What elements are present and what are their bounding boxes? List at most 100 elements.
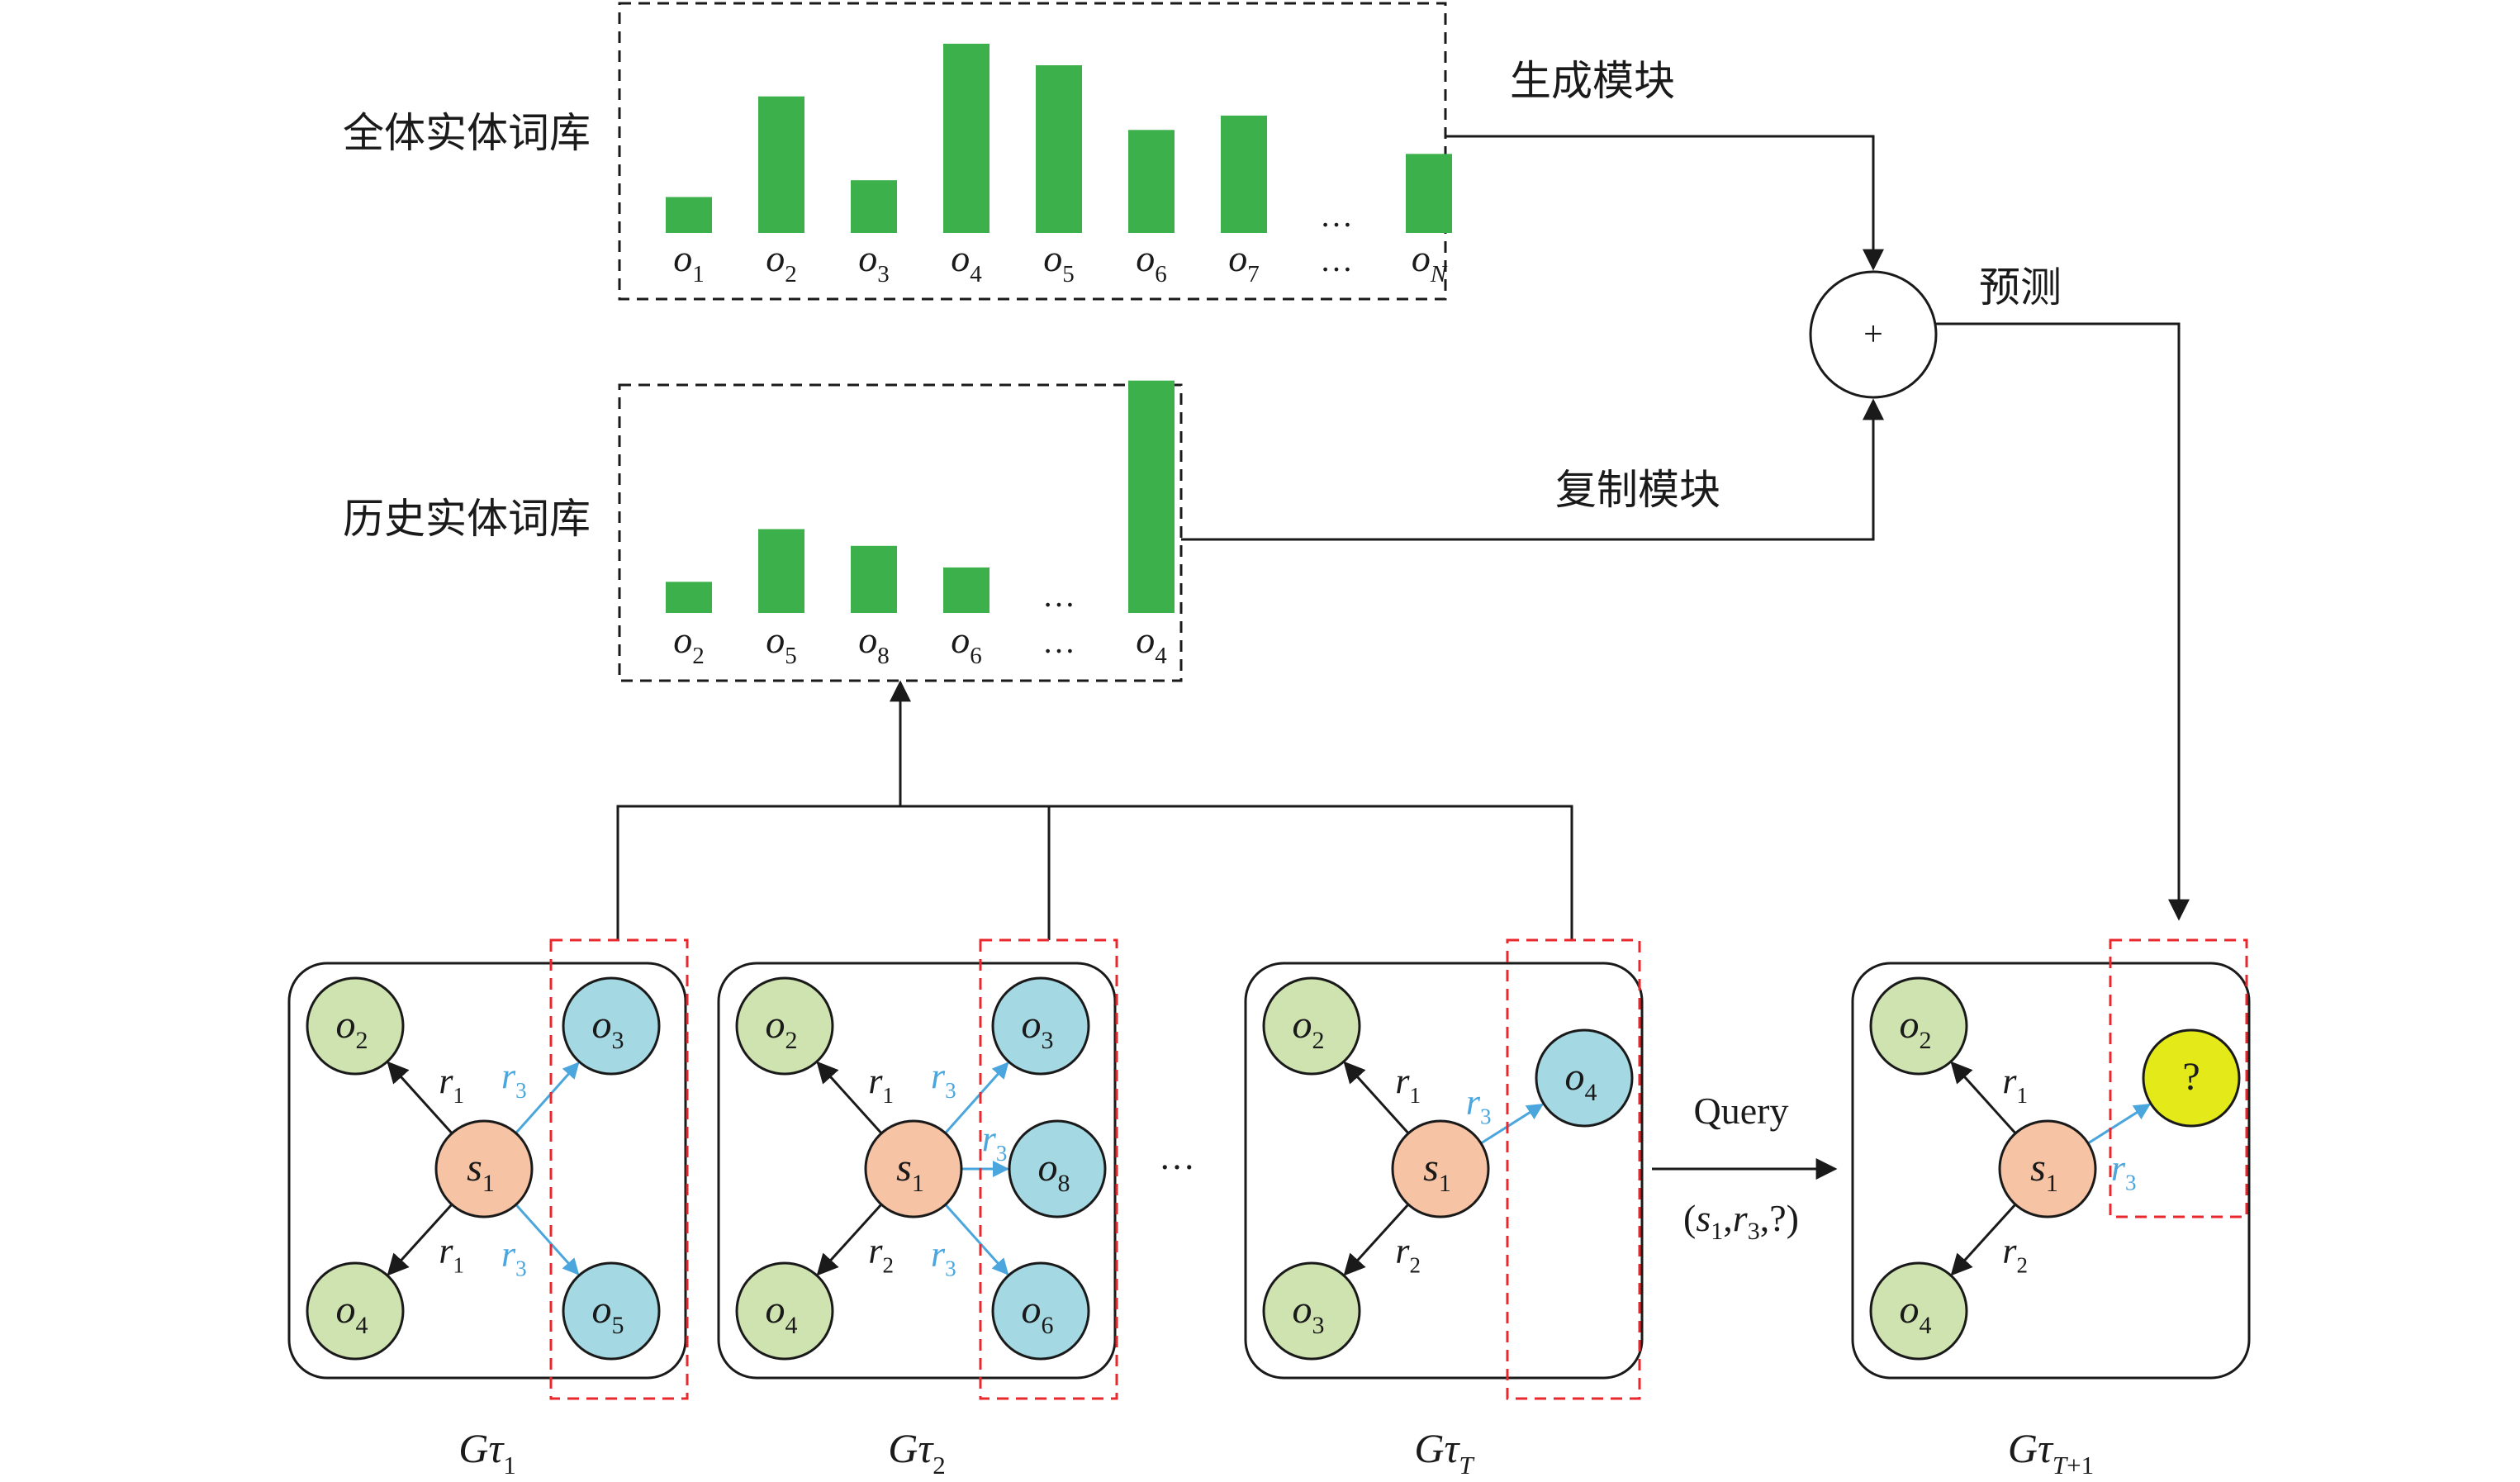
subject-node-label: s1 [467,1146,495,1197]
object-node-label: o3 [1293,1288,1325,1339]
global-tick-o4-main: o [951,237,970,279]
object-node-label-sub: 3 [1312,1312,1325,1339]
new-object-node-label-sub: 3 [612,1027,624,1054]
global-tick-o6-sub: 6 [1155,261,1167,287]
global-tick-o7: o7 [1228,237,1260,287]
rel-label-new-sub: 3 [945,1078,956,1103]
query-tuple-close: ,?) [1760,1197,1799,1239]
edge-new [944,1062,1009,1134]
rel-label-old: r1 [439,1230,464,1277]
new-object-node [1535,1028,1634,1128]
global-bar-oN [1406,154,1452,233]
new-entity-highlight [1506,938,1641,1400]
object-node-label-sub: 2 [1312,1027,1325,1054]
combine-plus-node [1809,270,1938,399]
global-bar-o4 [943,43,989,234]
query-label: Query [1694,1090,1789,1132]
rel-label-old: r1 [1395,1061,1421,1108]
rel-label-old: r1 [439,1061,464,1108]
collector-bus [616,805,1573,940]
history-bar-o8 [851,545,897,613]
rel-label-new-main: r [931,1056,946,1096]
query-tuple-r: r [1733,1197,1749,1239]
rel-label-old-main: r [868,1061,883,1101]
rel-label-new-sub: 3 [1480,1104,1492,1129]
query-tuple-s: s [1696,1197,1711,1239]
graph-caption: GτT+1 [2008,1425,2094,1478]
global-bar-o1 [666,197,712,233]
global-tick-o2: o2 [766,237,797,287]
new-object-node-label: o8 [1038,1146,1070,1197]
rel-label-new-main: r [1466,1082,1481,1123]
object-node-label: o2 [336,1003,368,1054]
global-tick-ellipsis: … [1320,241,1353,278]
edge-old [1950,1203,2017,1276]
history-tick-o4: o4 [1136,619,1167,669]
copy-module-label: 复制模块 [1555,466,1720,514]
global-vocab-box [618,2,1447,301]
new-object-node [991,976,1090,1076]
history-tick-o5: o5 [766,619,797,669]
global-tick-o1-sub: 1 [692,261,705,287]
rel-label-new-main: r [501,1233,516,1274]
object-node [1869,976,1968,1076]
rel-label-old: r1 [868,1061,894,1108]
generation-module-line [1445,135,1884,271]
object-node-label: o2 [1900,1003,1932,1054]
graph-frame [717,962,1117,1380]
edge-new [2087,1103,2151,1145]
rel-label-old-sub: 1 [453,1083,464,1108]
history-tick-ellipsis: … [1042,623,1075,660]
subject-node-label-sub: 1 [482,1170,495,1197]
global-tick-o1-main: o [673,237,692,279]
global-bar-o2 [758,96,804,233]
rel-label-old-main: r [439,1061,453,1101]
history-tick-o2-main: o [673,619,692,661]
subject-node [1391,1119,1490,1218]
copy-module-line [1181,398,1884,541]
global-bar-o3 [851,180,897,233]
rel-label-new: r3 [1466,1082,1492,1129]
object-node-label-main: o [1293,1003,1312,1047]
rel-label-old-sub: 2 [1409,1252,1421,1277]
graph-caption-sub: 1 [503,1451,516,1478]
global-tick-o6-main: o [1136,237,1155,279]
global-tick-o3-main: o [858,237,877,279]
rel-label-old-main: r [2002,1061,2017,1101]
object-node-label-sub: 4 [785,1312,798,1339]
rel-label-new: r3 [931,1056,956,1103]
new-object-node [562,1261,661,1361]
object-node [1869,1261,1968,1361]
global-tick-o6: o6 [1136,237,1167,287]
rel-label-old: r2 [868,1230,894,1277]
query-node-label-main: ? [2182,1055,2200,1099]
temporal-graphs: r1r1r3r3o2o4s1o3o5Gτ1r1r2r3r3r3o2o4s1o3o… [287,938,2251,1480]
new-object-node-label-main: o [592,1003,612,1047]
edge-old [816,1061,883,1134]
graph-caption-sub2: +1 [2067,1451,2094,1478]
history-tick-o6-sub: 6 [970,643,982,669]
history-tick-o2: o2 [673,619,705,669]
graph-caption-sub: T [2053,1451,2069,1478]
global-bar-o5 [1036,65,1082,233]
subject-node-label-main: s [2030,1146,2046,1190]
new-object-node-label-main: o [592,1288,612,1332]
object-node-label-sub: 4 [356,1312,368,1339]
generation-module-label: 生成模块 [1510,57,1675,105]
object-node-label: o4 [1900,1288,1932,1339]
history-tick-o8-sub: 8 [877,643,890,669]
subject-node [434,1119,534,1218]
rel-label-old-sub: 1 [2016,1083,2028,1108]
edge-old [1950,1061,2017,1134]
history-tick-o5-sub: 5 [785,643,797,669]
history-tick-o6-main: o [951,619,970,661]
rel-label-old: r1 [2002,1061,2028,1108]
edge-new [515,1204,580,1275]
global-tick-o7-main: o [1228,237,1247,279]
new-entity-highlight [2109,938,2248,1218]
global-tick-o5-sub: 5 [1062,261,1075,287]
